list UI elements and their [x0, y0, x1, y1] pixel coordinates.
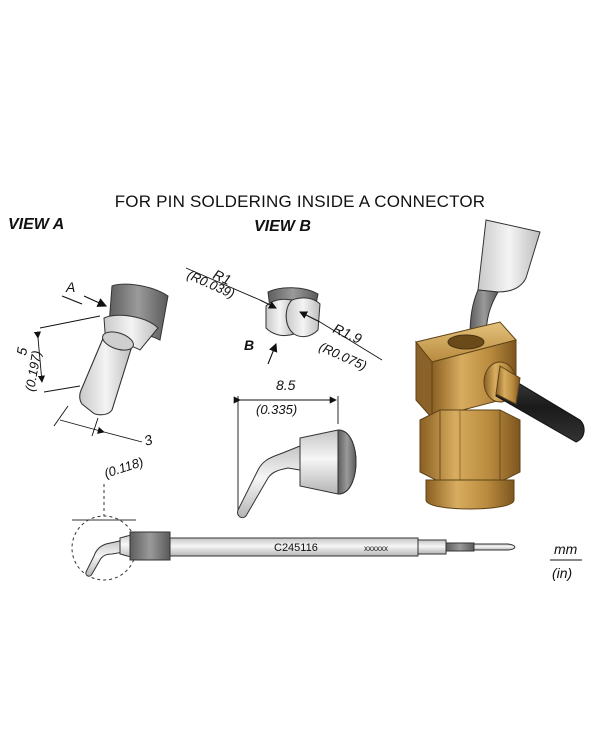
- tip-code: xxxxxx: [364, 544, 388, 553]
- side-view-drawing: [233, 396, 357, 519]
- connector-illustration: [415, 219, 585, 510]
- view-b-label: VIEW B: [254, 218, 311, 235]
- view-a-label: VIEW A: [8, 216, 65, 233]
- diagram-title: FOR PIN SOLDERING INSIDE A CONNECTOR: [114, 192, 486, 211]
- view-b-r2-mm: R1.9: [331, 320, 365, 347]
- view-b-r1-mm: R1: [211, 266, 234, 288]
- unit-in: (in): [552, 565, 572, 581]
- full-tip-drawing: [71, 484, 516, 581]
- side-view-length-in: (0.335): [256, 402, 297, 417]
- view-a-length-mm: 5: [13, 346, 30, 357]
- view-b-arrow-label: B: [244, 337, 254, 353]
- view-a-arrow-label: A: [65, 279, 75, 295]
- tip-part-number: C245116: [274, 542, 318, 554]
- unit-mm: mm: [554, 541, 578, 557]
- view-a-width-in: (0.118): [102, 454, 145, 481]
- view-a-length-in: (0.197): [22, 349, 44, 392]
- view-b-drawing: [185, 267, 383, 365]
- view-a-drawing: [33, 283, 169, 443]
- side-view-length-mm: 8.5: [276, 377, 296, 393]
- view-a-width-mm: 3: [142, 431, 155, 449]
- view-b-r2-in: (R0.075): [317, 339, 369, 373]
